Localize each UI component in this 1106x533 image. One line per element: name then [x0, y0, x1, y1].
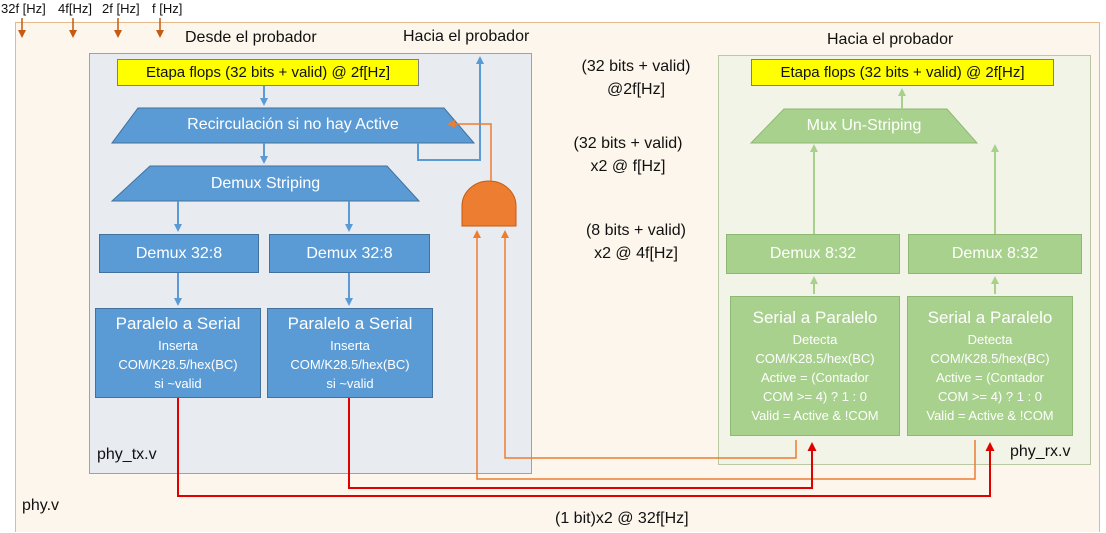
rx-s2p-a-line3: Active = (Contador [760, 369, 870, 385]
phy-module-label: phy.v [22, 497, 60, 514]
rx-s2p-b-line4: COM >= 4) ? 1 : 0 [937, 388, 1043, 404]
bus-label-8bits-4f-line1: (8 bits + valid) [585, 222, 687, 239]
bus-label-32bits-2f-line1: (32 bits + valid) [581, 58, 691, 75]
tx-header-from-tester: Desde el probador [185, 29, 317, 46]
demux-striping-block [110, 165, 421, 202]
bus-label-8bits-4f: (8 bits + valid) x2 @ 4f[Hz] [566, 219, 706, 265]
tx-p2s-a-line1: Inserta [158, 337, 198, 353]
clock-arrows [18, 18, 164, 38]
rx-s2p-b-line3: Active = (Contador [935, 369, 1045, 385]
rx-demux-b: Demux 8:32 [908, 234, 1082, 274]
recirculation-label: Recirculación si no hay Active [187, 116, 399, 133]
bus-label-32bits-f-line2: x2 @ f[Hz] [590, 158, 666, 175]
arrow-active-b-to-gate [473, 230, 976, 480]
rx-s2p-b: Serial a Paralelo Detecta COM/K28.5/hex(… [907, 296, 1073, 436]
serial-line-a [348, 398, 817, 489]
tx-p2s-a-line2: COM/K28.5/hex(BC) [118, 356, 238, 372]
arrow-gate-to-recirc [447, 120, 492, 181]
tx-p2s-a: Paralelo a Serial Inserta COM/K28.5/hex(… [95, 308, 261, 398]
rx-s2p-b-line2: COM/K28.5/hex(BC) [930, 350, 1050, 366]
mux-unstriping-label: Mux Un-Striping [806, 117, 922, 134]
rx-header-to-tester: Hacia el probador [827, 31, 954, 48]
rx-s2p-a-line2: COM/K28.5/hex(BC) [755, 350, 875, 366]
tx-demux-a: Demux 32:8 [99, 234, 259, 273]
rx-s2p-b-line5: Valid = Active & !COM [926, 407, 1054, 423]
bus-label-8bits-4f-line2: x2 @ 4f[Hz] [594, 245, 678, 262]
rx-s2p-a-line4: COM >= 4) ? 1 : 0 [762, 388, 868, 404]
rx-s2p-b-title: Serial a Paralelo [927, 307, 1053, 327]
clock-label-32f: 32f [Hz] [1, 1, 46, 16]
clock-label-4f: 4f[Hz] [58, 1, 92, 16]
rx-s2p-b-line1: Detecta [967, 331, 1013, 347]
tx-flops-stage: Etapa flops (32 bits + valid) @ 2f[Hz] [117, 59, 419, 86]
serial-bus-label: (1 bit)x2 @ 32f[Hz] [555, 510, 689, 527]
and-gate [461, 180, 517, 227]
bus-label-32bits-2f-line2: @2f[Hz] [606, 81, 666, 98]
arrow-active-a-to-gate [501, 230, 797, 459]
tx-p2s-a-line3: si ~valid [154, 375, 202, 391]
demux-striping-label: Demux Striping [210, 175, 321, 192]
phy-tx-label: phy_tx.v [97, 446, 157, 463]
tx-p2s-b-title: Paralelo a Serial [287, 313, 413, 333]
clock-label-f: f [Hz] [152, 1, 183, 16]
mux-unstriping-block [749, 108, 979, 144]
rx-s2p-a-line5: Valid = Active & !COM [751, 407, 879, 423]
recirculation-block [111, 107, 476, 144]
rx-demux-a: Demux 8:32 [726, 234, 900, 274]
phy-rx-label: phy_rx.v [1010, 443, 1071, 460]
rx-s2p-a-line1: Detecta [792, 331, 838, 347]
tx-p2s-b-line3: si ~valid [326, 375, 374, 391]
tx-p2s-b-line2: COM/K28.5/hex(BC) [290, 356, 410, 372]
tx-p2s-a-title: Paralelo a Serial [115, 313, 241, 333]
tx-p2s-b-line1: Inserta [330, 337, 370, 353]
serial-line-b [177, 398, 995, 497]
rx-s2p-a: Serial a Paralelo Detecta COM/K28.5/hex(… [730, 296, 900, 436]
rx-flops-stage: Etapa flops (32 bits + valid) @ 2f[Hz] [751, 59, 1054, 86]
bus-label-32bits-2f: (32 bits + valid) @2f[Hz] [566, 55, 706, 101]
rx-s2p-a-title: Serial a Paralelo [752, 307, 878, 327]
arrow-recirc-to-tester [417, 56, 484, 161]
bus-label-32bits-f-line1: (32 bits + valid) [573, 135, 683, 152]
tx-header-to-tester: Hacia el probador [403, 28, 530, 45]
tx-demux-b: Demux 32:8 [269, 234, 430, 273]
tx-p2s-b: Paralelo a Serial Inserta COM/K28.5/hex(… [267, 308, 433, 398]
bus-label-32bits-f: (32 bits + valid) x2 @ f[Hz] [558, 132, 698, 178]
clock-label-2f: 2f [Hz] [102, 1, 140, 16]
